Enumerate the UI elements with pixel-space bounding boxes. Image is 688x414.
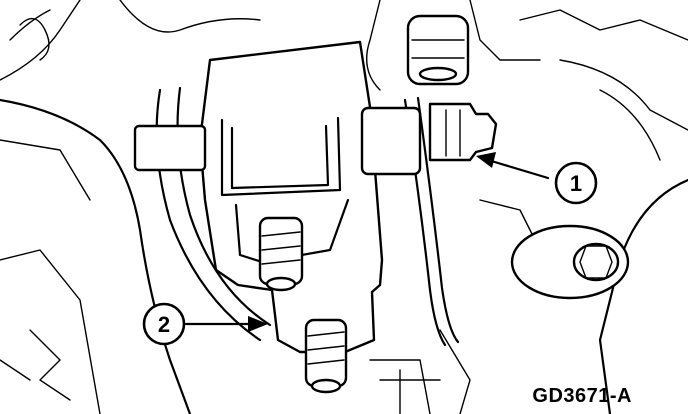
callout-2-number: 2 bbox=[158, 312, 170, 337]
callout-1-arrowhead bbox=[476, 152, 496, 168]
callout-1-leader bbox=[486, 158, 550, 180]
mount-stud-lower bbox=[304, 318, 348, 394]
callout-2-circle bbox=[142, 302, 186, 346]
callout-1-number: 1 bbox=[570, 171, 582, 196]
callout-2-arrowhead bbox=[248, 316, 268, 332]
engine-mount-body bbox=[198, 40, 384, 354]
right-nut-assembly bbox=[510, 224, 630, 300]
upper-isolator bbox=[406, 14, 470, 86]
through-bolt bbox=[133, 102, 498, 176]
mount-stud-upper bbox=[258, 216, 304, 292]
callout-1-circle bbox=[554, 161, 598, 205]
callout-1: 1 bbox=[476, 152, 598, 205]
figure-code: GD3671-A bbox=[532, 385, 632, 407]
callout-2: 2 bbox=[142, 302, 268, 346]
